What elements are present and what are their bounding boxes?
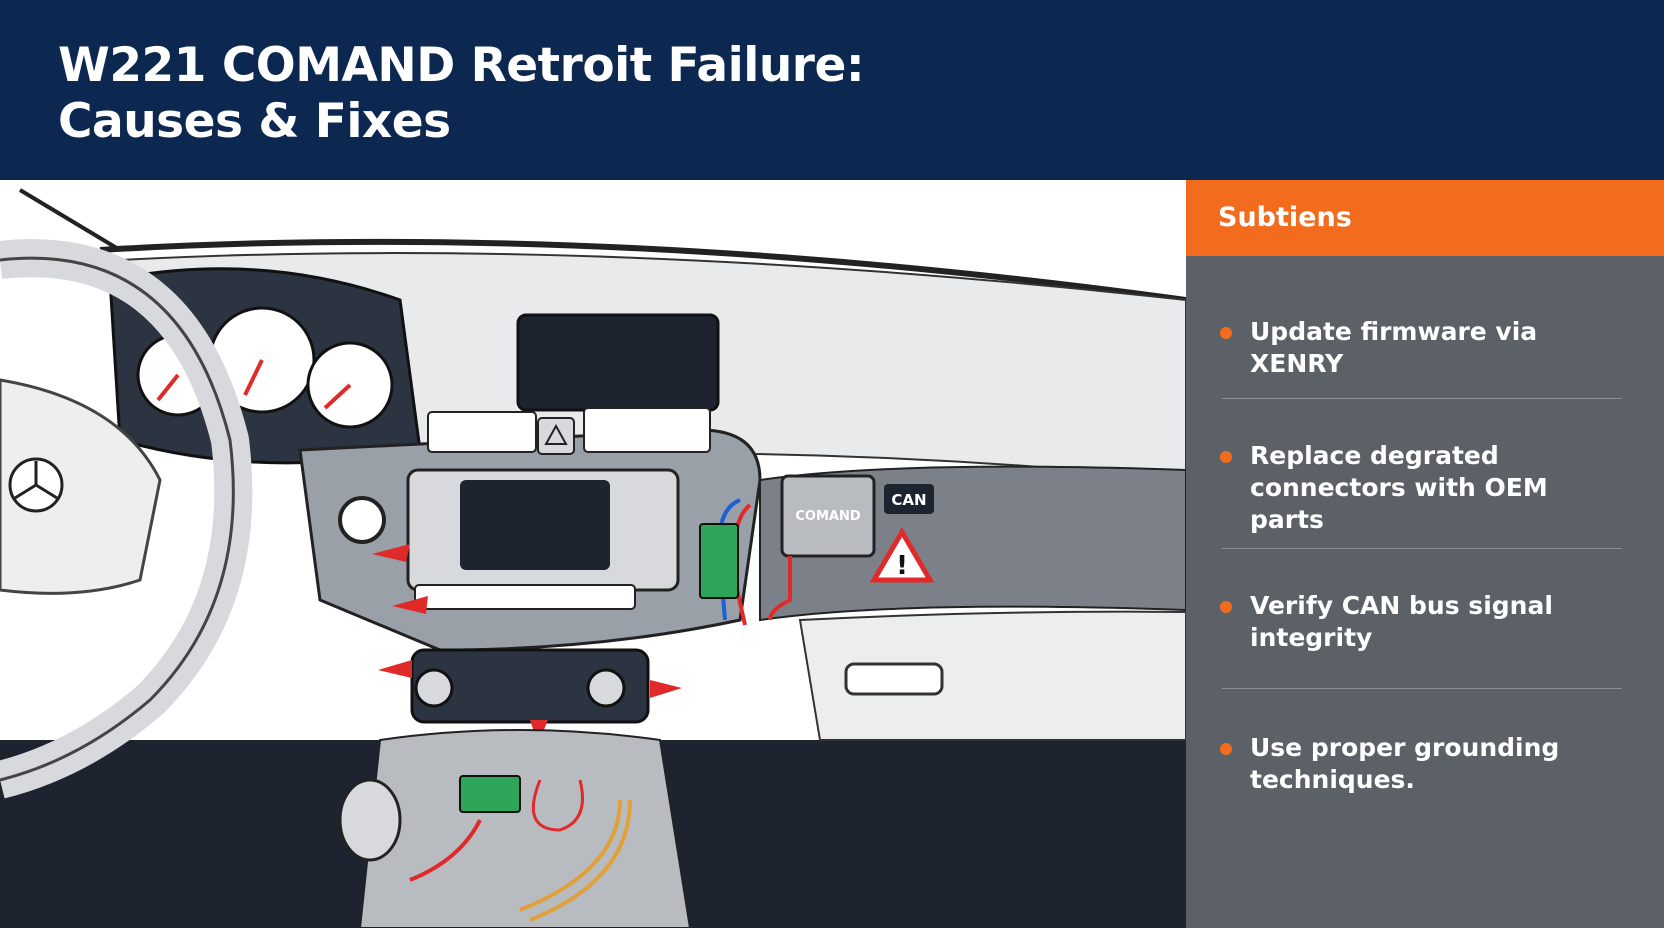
air-vent-right	[583, 407, 711, 453]
gear-selector	[338, 778, 402, 862]
svg-text:CAN: CAN	[891, 491, 926, 509]
mercedes-star-icon	[8, 457, 64, 513]
dashboard-illustration: COMAND CAN !	[0, 180, 1186, 928]
list-item-text: Replace degrated connectors with OEM par…	[1250, 441, 1548, 534]
title-line-1: W221 COMAND Retroit Failure:	[58, 38, 865, 93]
fixes-panel-header: Subtiens	[1186, 180, 1664, 256]
bullet-icon	[1220, 601, 1232, 613]
fixes-panel-title: Subtiens	[1218, 202, 1352, 233]
air-vent-left	[427, 411, 537, 453]
divider	[1222, 398, 1622, 399]
center-screen	[460, 480, 610, 570]
top-display-screen	[516, 313, 720, 412]
can-label: CAN	[884, 484, 934, 514]
bullet-icon	[1220, 743, 1232, 755]
climate-panel	[410, 648, 650, 724]
list-item-text: Use proper grounding techniques.	[1250, 733, 1560, 794]
svg-text:!: !	[896, 551, 908, 581]
circuit-board	[699, 523, 739, 599]
list-item-text: Verify CAN bus signal integrity	[1250, 591, 1553, 652]
header-banner: W221 COMAND Retroit Failure: Causes & Fi…	[0, 0, 1664, 180]
steering-wheel	[0, 239, 253, 799]
glovebox-handle	[844, 662, 944, 696]
console-circuit-board	[459, 775, 521, 813]
bullet-icon	[1220, 451, 1232, 463]
svg-text:COMAND: COMAND	[795, 509, 860, 524]
bullet-icon	[1220, 327, 1232, 339]
warning-triangle-icon: !	[869, 527, 935, 583]
page-title: W221 COMAND Retroit Failure: Causes & Fi…	[58, 38, 865, 150]
divider	[1222, 548, 1622, 549]
divider	[1222, 688, 1622, 689]
fixes-panel: Subtiens Update firmware via XENRY Repla…	[1186, 180, 1664, 928]
control-knob	[338, 496, 386, 544]
preset-buttons	[414, 584, 636, 610]
hazard-icon	[537, 417, 575, 455]
comand-module: COMAND	[780, 474, 876, 558]
gauge-center	[208, 306, 316, 414]
list-item-text: Update firmware via XENRY	[1250, 317, 1538, 378]
title-line-2: Causes & Fixes	[58, 94, 451, 149]
gauge-right	[306, 341, 394, 429]
